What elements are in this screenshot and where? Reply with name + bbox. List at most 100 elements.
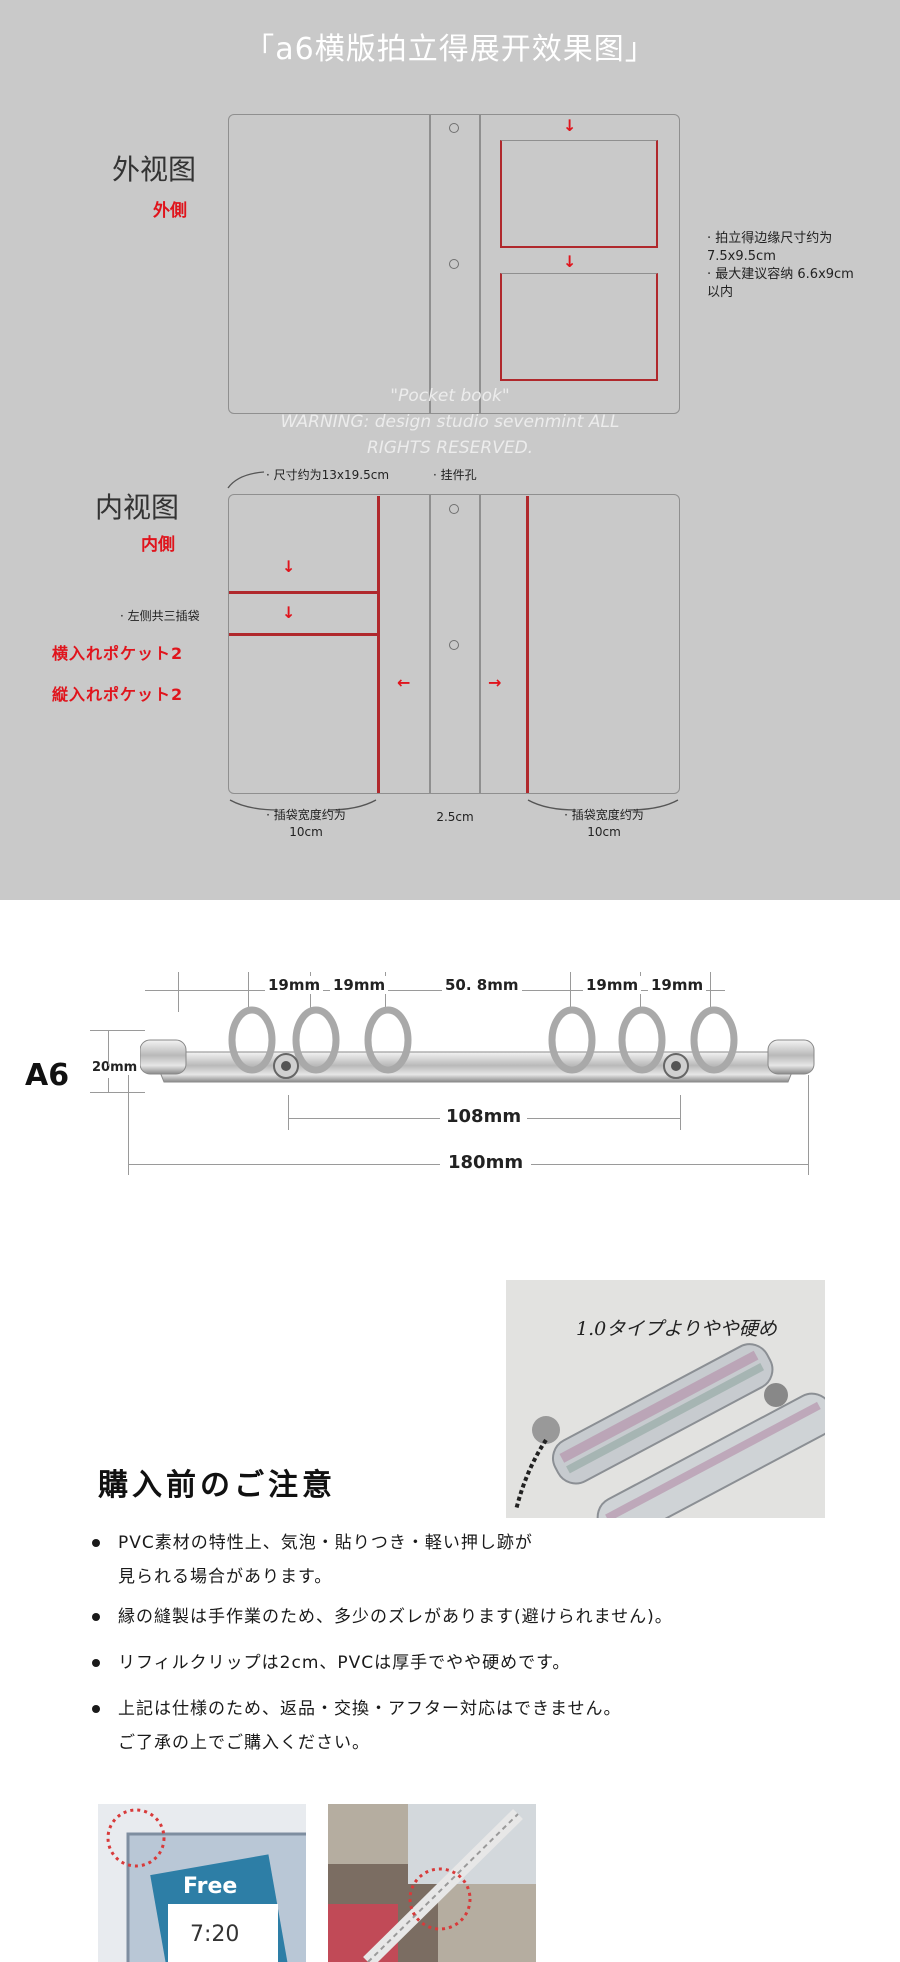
arrow-down-icon: ↓ xyxy=(563,252,577,271)
ring-mechanism-spec: A6 20mm 19mm 19mm 50. 8mm 19mm 19mm xyxy=(0,900,900,1252)
dim-label: 50. 8mm xyxy=(442,976,522,994)
diagram-title: 「a6横版拍立得展开效果图」 xyxy=(244,32,656,67)
ring-hole-top xyxy=(449,123,459,133)
list-item: PVC素材の特性上、気泡・貼りつき・軽い押し跡が 見られる場合があります。 xyxy=(92,1526,872,1594)
height-dim-label: 20mm xyxy=(92,1060,138,1075)
arrow-left-icon: ← xyxy=(397,673,411,692)
arrow-down-icon: ↓ xyxy=(282,603,296,622)
vertical-pocket-label: 縦入れポケット2 xyxy=(52,685,184,704)
spine-right-line xyxy=(479,495,481,793)
dim-line xyxy=(108,1030,109,1066)
arrow-down-icon: ↓ xyxy=(563,116,577,135)
spine-left-line xyxy=(429,495,431,793)
photo-brand-text: Free xyxy=(183,1874,238,1899)
dim-label: 19mm xyxy=(648,976,707,994)
refill-clip-photo: 1.0タイプよりやや硬め xyxy=(506,1280,825,1518)
note-line: · 插袋宽度约为 xyxy=(266,808,346,822)
stitching-photo-left: Free 7:20 xyxy=(98,1804,306,1962)
polaroid-size-notes: · 拍立得边缘尺寸约为 7.5x9.5cm · 最大建议容纳 6.6x9cm 以… xyxy=(707,230,854,302)
clip-photo-illustration xyxy=(506,1280,825,1518)
pocket-divider-2 xyxy=(229,633,379,636)
outer-view-label: 外视图 xyxy=(112,153,197,186)
dim-label: 19mm xyxy=(330,976,389,994)
note-text: 上記は仕様のため、返品・交換・アフター対応はできません。 xyxy=(118,1699,622,1719)
hole-span-label: 108mm xyxy=(440,1106,528,1127)
spine-right-line xyxy=(479,115,481,413)
note-text: 縁の縫製は手作業のため、多少のズレがあります(避けられません)。 xyxy=(118,1607,673,1627)
note-line: 10cm xyxy=(587,825,621,839)
spine-width-note: 2.5cm xyxy=(436,810,474,824)
list-item: リフィルクリップは2cm、PVCは厚手でやや硬めです。 xyxy=(92,1646,872,1680)
horizontal-pocket-label: 横入れポケット2 xyxy=(52,644,184,663)
inner-view-label: 内视图 xyxy=(95,491,180,524)
note-text: 見られる場合があります。 xyxy=(118,1567,333,1587)
a6-size-label: A6 xyxy=(25,1058,70,1093)
dim-tick xyxy=(570,972,571,1012)
dim-line xyxy=(90,1092,145,1093)
bullet-icon xyxy=(92,1613,100,1621)
photo-pocket-bottom xyxy=(500,273,658,381)
dim-line xyxy=(108,1078,109,1092)
arrow-right-icon: → xyxy=(488,673,502,692)
notes-title: 購入前のご注意 xyxy=(98,1468,336,1503)
photo-pocket-top xyxy=(500,140,658,248)
outer-view-panel xyxy=(228,114,680,414)
dim-line xyxy=(90,1030,145,1031)
dim-tick xyxy=(178,972,179,1012)
dim-tick xyxy=(248,972,249,1012)
photo-time-text: 7:20 xyxy=(190,1922,240,1947)
photo-caption: 1.0タイプよりやや硬め xyxy=(576,1318,777,1340)
inner-size-note: · 尺寸约为13x19.5cm xyxy=(266,468,390,482)
notes-list: PVC素材の特性上、気泡・貼りつき・軽い押し跡が 見られる場合があります。 縁の… xyxy=(92,1526,872,1760)
note-line: 以内 xyxy=(707,285,734,300)
size-callout-curve xyxy=(227,471,265,489)
right-pocket-edge xyxy=(526,496,529,793)
ring-hole-bottom xyxy=(449,640,459,650)
inner-view-panel xyxy=(228,494,680,794)
top-dim-line xyxy=(145,990,725,991)
stitching-photo-illustration xyxy=(98,1804,306,1962)
ring-hole-bottom xyxy=(449,259,459,269)
right-pocket-width-note: · 插袋宽度约为 10cm xyxy=(556,807,652,841)
pocket-divider-1 xyxy=(229,591,379,594)
total-length-label: 180mm xyxy=(440,1152,532,1173)
note-line: · 插袋宽度约为 xyxy=(564,808,644,822)
ring-hole-top xyxy=(449,504,459,514)
list-item: 縁の縫製は手作業のため、多少のズレがあります(避けられません)。 xyxy=(92,1600,872,1634)
stitching-photo-right xyxy=(328,1804,536,1962)
arrow-down-icon: ↓ xyxy=(282,557,296,576)
outer-view-label-jp: 外側 xyxy=(153,201,187,221)
three-pockets-note: · 左侧共三插袋 xyxy=(120,609,200,623)
bullet-icon xyxy=(92,1705,100,1713)
width-brackets xyxy=(229,799,679,811)
note-line: 7.5x9.5cm xyxy=(707,249,776,264)
note-text: リフィルクリップは2cm、PVCは厚手でやや硬めです。 xyxy=(118,1653,571,1673)
purchase-notes: 1.0タイプよりやや硬め 購入前のご注意 PVC素材の特性上、気泡・貼りつき・軽… xyxy=(0,1252,900,1962)
dim-tick xyxy=(680,1095,681,1130)
bullet-icon xyxy=(92,1539,100,1547)
dim-label: 19mm xyxy=(265,976,324,994)
bullet-icon xyxy=(92,1659,100,1667)
spine-left-line xyxy=(429,115,431,413)
layout-diagram: 「a6横版拍立得展开效果图」 外视图 外側 ↓ ↓ · 拍立得边缘尺寸约为 7.… xyxy=(0,0,900,900)
ring-binder-mechanism xyxy=(140,1006,815,1083)
dim-label: 19mm xyxy=(583,976,642,994)
note-line: · 拍立得边缘尺寸约为 xyxy=(707,231,833,246)
note-text: ご了承の上でご購入ください。 xyxy=(118,1733,370,1753)
watermark-line: "Pocket book" xyxy=(390,386,510,406)
note-line: · 最大建议容纳 6.6x9cm xyxy=(707,267,854,282)
note-line: 10cm xyxy=(289,825,323,839)
left-pocket-width-note: · 插袋宽度约为 10cm xyxy=(258,807,354,841)
dim-tick xyxy=(288,1095,289,1130)
left-pocket-edge xyxy=(377,496,380,793)
dim-tick xyxy=(128,1075,129,1175)
note-text: PVC素材の特性上、気泡・貼りつき・軽い押し跡が xyxy=(118,1533,533,1553)
inner-view-label-jp: 内側 xyxy=(141,535,175,555)
watermark-line: WARNING: design studio sevenmint ALL xyxy=(280,412,620,432)
stitching-photo-illustration xyxy=(328,1804,536,1962)
watermark-line: RIGHTS RESERVED. xyxy=(366,438,534,458)
dim-tick xyxy=(808,1075,809,1175)
dim-tick xyxy=(710,972,711,1012)
hanging-hole-note: · 挂件孔 xyxy=(433,468,477,482)
list-item: 上記は仕様のため、返品・交換・アフター対応はできません。 ご了承の上でご購入くだ… xyxy=(92,1692,872,1760)
